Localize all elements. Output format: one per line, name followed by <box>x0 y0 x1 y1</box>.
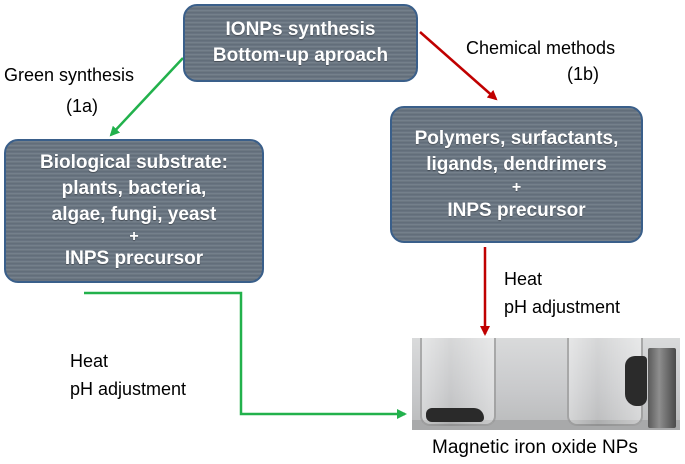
box-line: Biological substrate: <box>40 152 228 173</box>
ph-adjustment-label-left: pH adjustment <box>70 379 187 399</box>
green-synthesis-code: (1a) <box>66 96 99 116</box>
box-line: ligands, dendrimers <box>426 153 607 175</box>
biological-substrate-box: Biological substrate: plants, bacteria, … <box>4 139 264 283</box>
chemical-reagents-box: Polymers, surfactants, ligands, dendrime… <box>390 106 643 243</box>
box-line: algae, fungi, yeast <box>51 204 217 225</box>
chemical-methods-code: (1b) <box>567 64 600 84</box>
box-line: Polymers, surfactants, <box>414 127 619 149</box>
box-line: IONPs synthesis <box>225 19 376 40</box>
green-arrow-to-biological <box>109 57 184 137</box>
magnet <box>648 348 676 428</box>
red-arrow-to-chemical <box>419 31 498 101</box>
nanoparticle-vials-photo <box>412 338 680 430</box>
heat-label-right: Heat <box>504 269 543 289</box>
ionps-synthesis-box: IONPs synthesis Bottom-up aproach <box>183 4 418 82</box>
green-synthesis-label: Green synthesis <box>4 65 135 85</box>
box-line: + <box>129 228 139 245</box>
settled-nanoparticles <box>426 408 484 422</box>
table-surface <box>412 420 680 430</box>
box-line: INPS precursor <box>64 248 204 269</box>
chemical-methods-label: Chemical methods <box>466 38 616 58</box>
product-caption: Magnetic iron oxide NPs <box>432 437 638 458</box>
box-line: INPS precursor <box>447 199 586 221</box>
box-line: + <box>511 178 522 196</box>
ph-adjustment-label-right: pH adjustment <box>504 297 621 317</box>
green-arrow-to-product <box>84 291 407 419</box>
attracted-nanoparticles <box>625 356 647 406</box>
box-line: plants, bacteria, <box>61 178 207 199</box>
box-line: Bottom-up aproach <box>212 45 389 66</box>
heat-label-left: Heat <box>70 351 109 371</box>
